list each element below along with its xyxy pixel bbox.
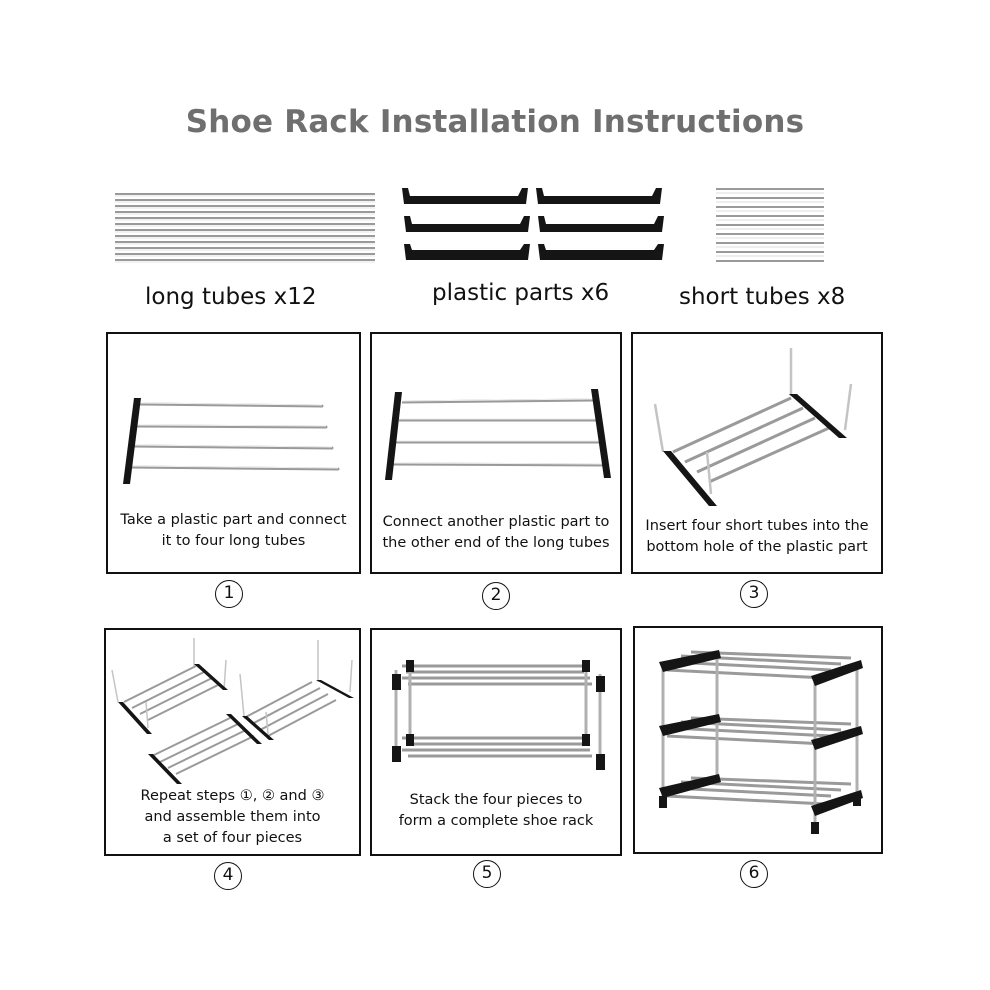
step-1-number: 1 — [215, 580, 243, 608]
step-1-panel: Take a plastic part and connect it to fo… — [106, 332, 361, 574]
step-5-number: 5 — [473, 860, 501, 888]
step-3-illustration — [653, 348, 853, 506]
short-tubes-icon — [716, 186, 824, 266]
step-4-illustration — [111, 638, 354, 784]
step-2-number: 2 — [482, 582, 510, 610]
step-3-panel: Insert four short tubes into the bottom … — [631, 332, 883, 574]
short-tubes-label: short tubes x8 — [679, 284, 846, 310]
step-5-illustration — [392, 660, 605, 770]
step-1-caption: Take a plastic part and connect it to fo… — [120, 512, 347, 549]
page-title: Shoe Rack Installation Instructions — [185, 104, 805, 140]
step-4-caption: Repeat steps ①, ② and ③ and assemble the… — [140, 788, 325, 846]
step-3-caption: Insert four short tubes into the bottom … — [645, 518, 869, 555]
step-5-panel: Stack the four pieces to form a complete… — [370, 628, 622, 856]
plastic-parts-icon — [398, 184, 664, 266]
step-6-illustration — [659, 650, 863, 834]
step-3-number: 3 — [740, 580, 768, 608]
long-tubes-drawing — [115, 193, 375, 263]
step-2-illustration — [385, 389, 611, 480]
plastic-parts-drawing — [402, 188, 664, 260]
short-tubes-drawing — [716, 188, 824, 262]
step-4-panel: Repeat steps ①, ② and ③ and assemble the… — [104, 628, 361, 856]
step-6-panel — [633, 626, 883, 854]
step-2-panel: Connect another plastic part to the othe… — [370, 332, 622, 574]
step-1-illustration — [123, 398, 340, 484]
step-6-number: 6 — [740, 860, 768, 888]
step-5-caption: Stack the four pieces to form a complete… — [398, 792, 594, 829]
long-tubes-label: long tubes x12 — [145, 284, 317, 310]
long-tubes-icon — [115, 192, 375, 266]
plastic-parts-label: plastic parts x6 — [432, 280, 610, 306]
step-2-caption: Connect another plastic part to the othe… — [382, 514, 610, 551]
step-4-number: 4 — [214, 862, 242, 890]
